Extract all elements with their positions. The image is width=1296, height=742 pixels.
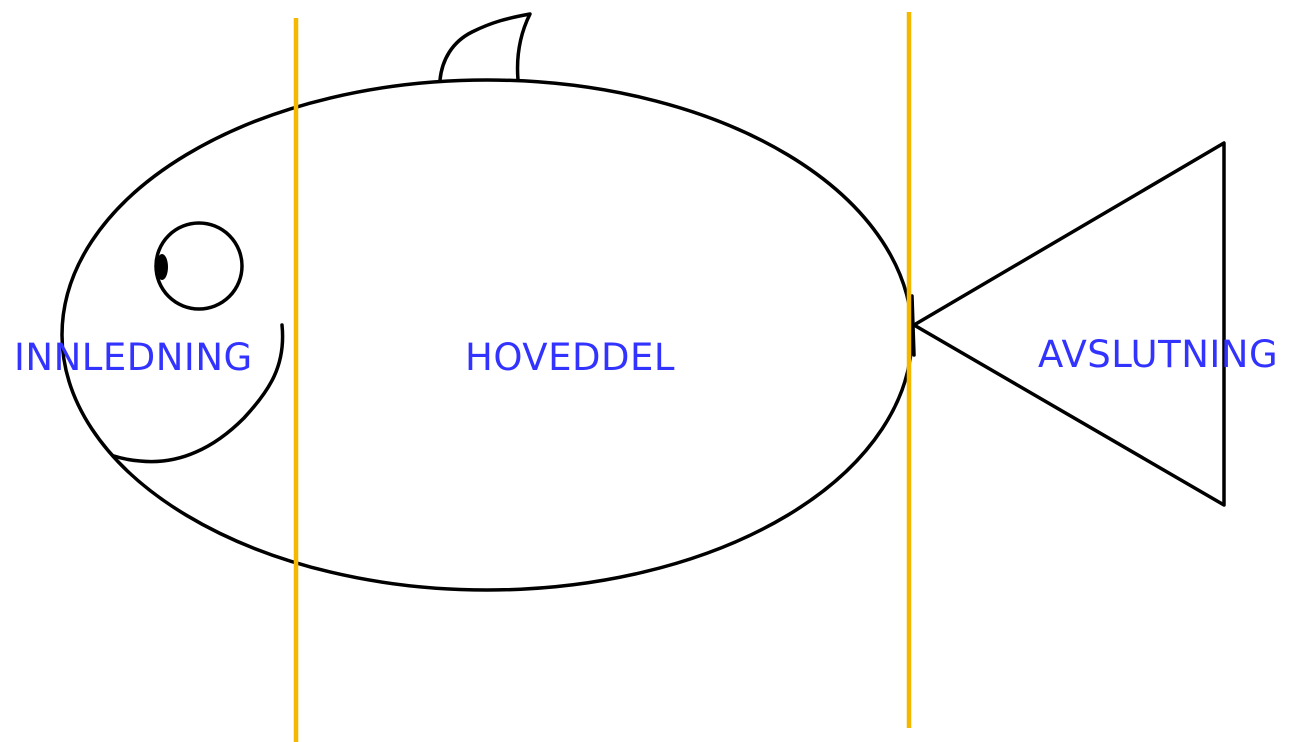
fish-drawing xyxy=(60,12,1226,592)
tail-joint xyxy=(910,294,916,357)
label-innledning: INNLEDNING xyxy=(14,336,253,379)
label-hoveddel: HOVEDDEL xyxy=(465,336,675,379)
fish-tail xyxy=(912,141,1226,507)
fish-mouth xyxy=(112,323,285,464)
fish-pupil xyxy=(156,254,168,280)
fish-body xyxy=(60,78,914,592)
dorsal-fin xyxy=(438,12,532,82)
fish-eye xyxy=(154,221,244,311)
label-avslutning: AVSLUTNING xyxy=(1038,333,1278,376)
